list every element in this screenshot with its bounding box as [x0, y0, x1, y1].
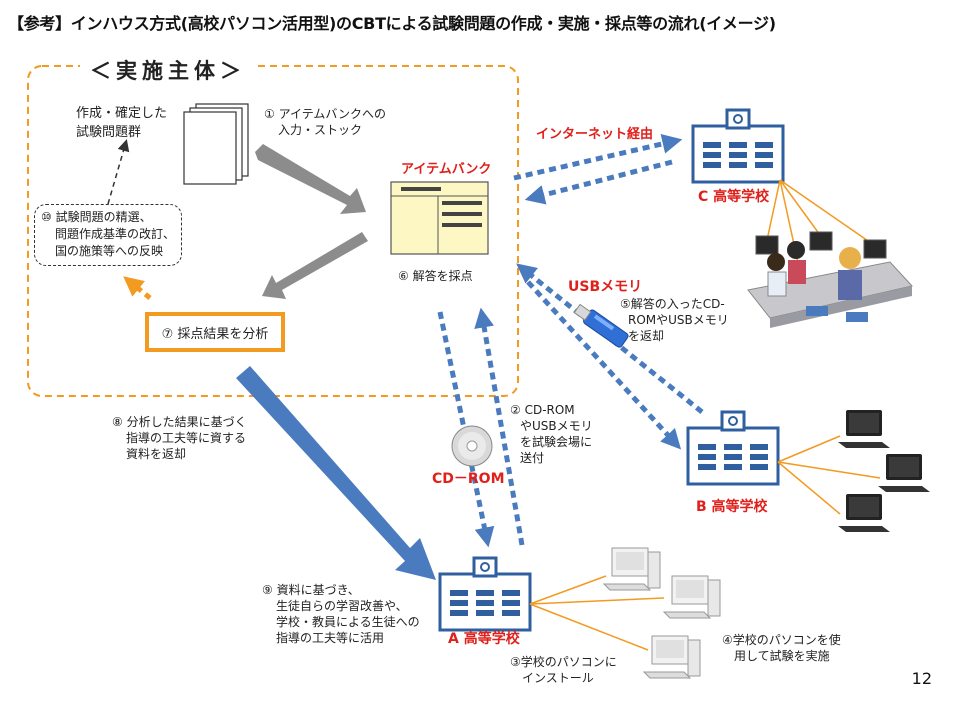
step5-label: ⑤解答の入ったCD- ROMやUSBメモリ を返却	[620, 297, 729, 343]
step4-label: ④学校のパソコンを使 用して試験を実施	[722, 633, 841, 663]
step7-analysis-box: ⑦ 採点結果を分析	[145, 312, 285, 352]
return-materials-arrow	[236, 366, 436, 580]
school-a-connections	[529, 575, 665, 651]
school-b-building	[686, 410, 780, 486]
cd-arrow-to-a	[437, 311, 495, 548]
school-c-label: C 高等学校	[698, 189, 770, 205]
school-a-building	[438, 556, 532, 632]
laptops-b	[838, 410, 930, 532]
internet-arrow-from-c	[524, 159, 673, 205]
step8-label: ⑧ 分析した結果に基づく 指導の工夫等に資する 資料を返却	[112, 415, 247, 461]
step1-label: ① アイテムバンクへの 入力・ストック	[264, 107, 386, 137]
usb-arrow-to-b	[526, 280, 682, 450]
internet-label: インターネット経由	[536, 127, 654, 142]
school-a-label: A 高等学校	[448, 631, 520, 647]
cdrom-label: CD－ROM	[432, 471, 505, 487]
step9-label: ⑨ 資料に基づき、 生徒自らの学習改善や、 学校・教員による生徒への 指導の工夫…	[262, 583, 420, 645]
classroom-c-illustration	[747, 231, 913, 328]
cd-rom-icon	[451, 425, 493, 467]
step2-label: ② CD-ROM やUSBメモリ を試験会場に 送付	[510, 403, 593, 465]
usb-stick-icon	[573, 303, 629, 348]
desktop-pcs-a	[602, 547, 721, 679]
item-bank-icon	[390, 181, 489, 255]
feedback-arrow-up	[107, 139, 130, 205]
page-title: 【参考】インハウス方式(高校パソコン活用型)のCBTによる試験問題の作成・実施・…	[8, 14, 776, 33]
cd-arrow-from-a	[474, 307, 525, 546]
school-b-connections	[777, 435, 881, 515]
item-bank-label: アイテムバンク	[401, 162, 492, 177]
gray-arrows	[255, 144, 368, 299]
step3-label: ③学校のパソコンに インストール	[510, 655, 617, 685]
usb-arrow-from-b	[516, 263, 704, 414]
school-c-building	[691, 108, 785, 184]
question-papers-icon	[183, 103, 249, 185]
usb-label: USBメモリ	[568, 279, 643, 295]
step6-label: ⑥ 解答を採点	[398, 269, 473, 283]
school-b-label: B 高等学校	[696, 499, 768, 515]
internet-arrow-to-c	[513, 134, 683, 181]
page-number: 12	[911, 669, 932, 688]
implementing-body-title: ＜実施主体＞	[80, 55, 256, 85]
question-set-label: 作成・確定した 試験問題群	[76, 106, 168, 140]
step10-review-box: ⑩ 試験問題の精選、 問題作成基準の改訂、 国の施策等への反映	[34, 204, 182, 266]
analysis-feedback-arrow	[123, 276, 152, 300]
